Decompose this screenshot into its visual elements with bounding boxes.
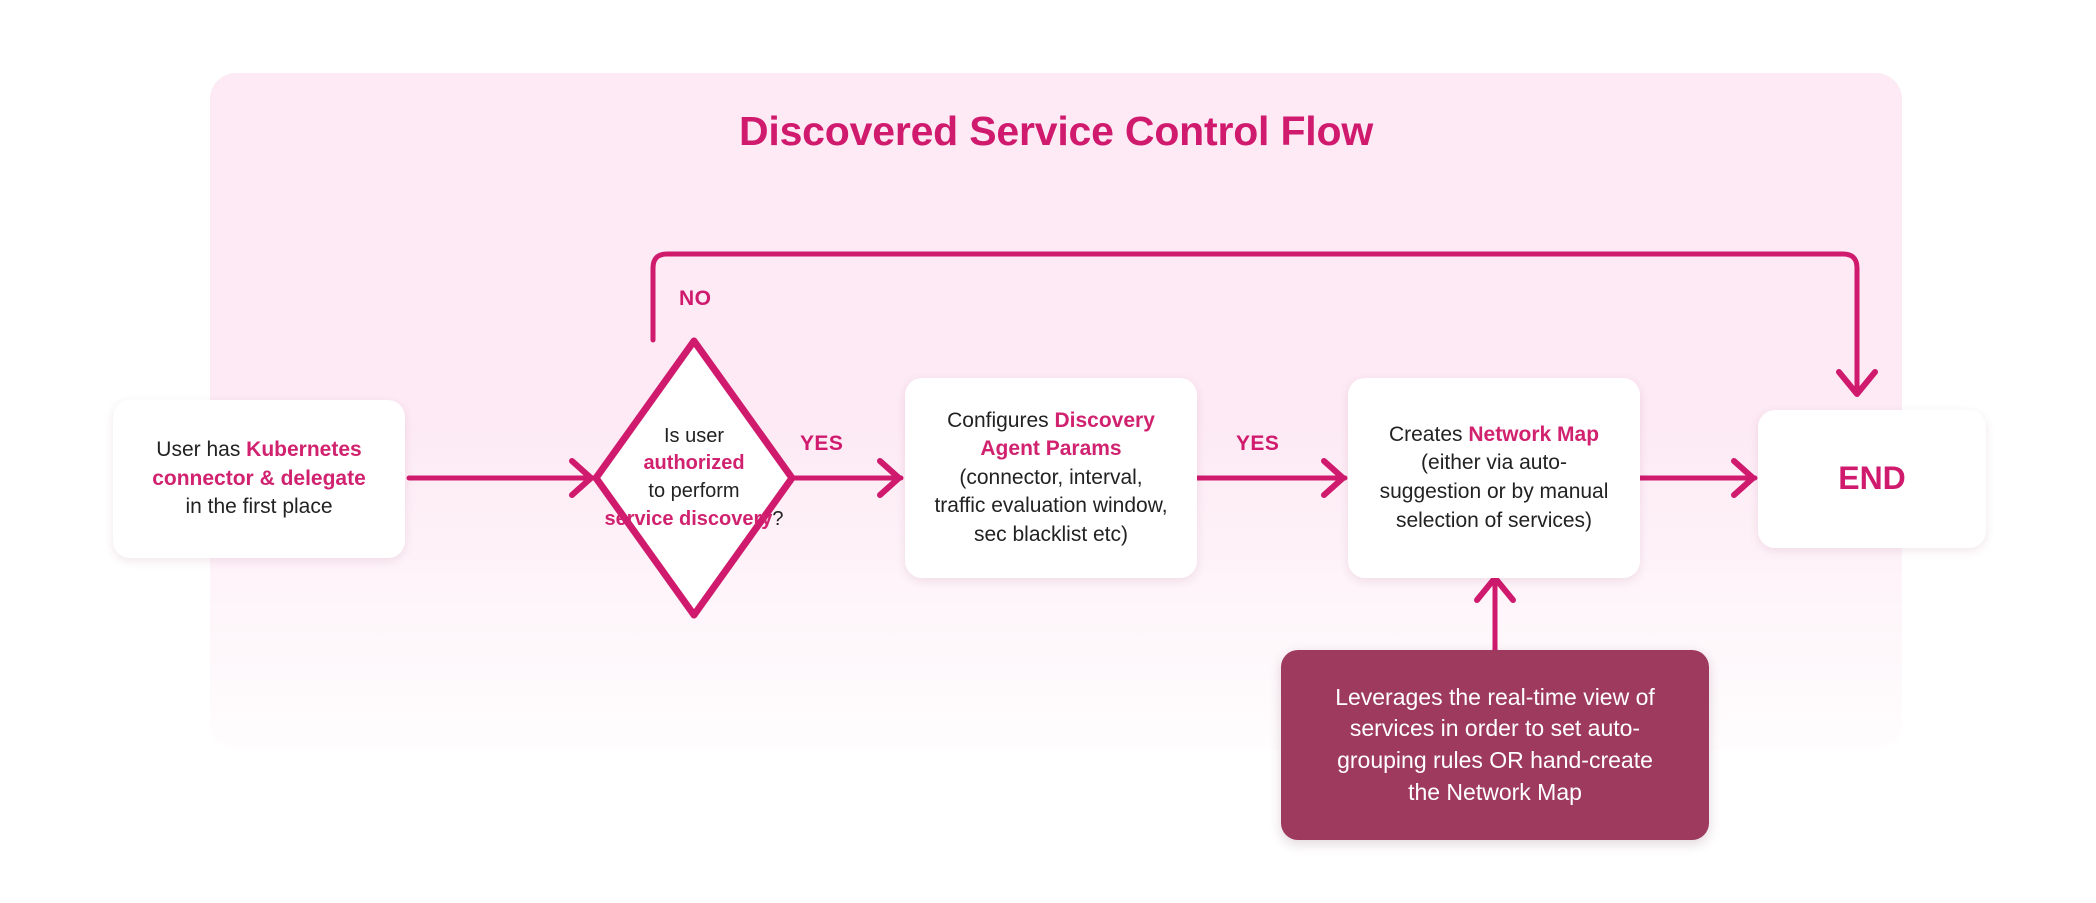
diagram-title: Discovered Service Control Flow <box>738 108 1374 154</box>
cfg-line3: (connector, interval, <box>959 465 1143 489</box>
decision-line1: Is user <box>663 424 725 447</box>
edge-label-no: NO <box>679 287 712 310</box>
note-leverages-real-time-view[interactable]: Leverages the real-time view of services… <box>1281 650 1709 840</box>
map-line1-plain: Creates <box>1388 422 1469 446</box>
cfg-line2-highlight: Agent Params <box>980 437 1122 461</box>
node-end[interactable]: END <box>1758 410 1986 548</box>
note-line1: Leverages the real-time view of <box>1335 683 1655 710</box>
start-line2-highlight: connector & delegate <box>152 466 366 490</box>
map-line1-highlight: Network Map <box>1468 422 1600 446</box>
node-decision-is-user-authorized[interactable]: Is user authorized to perform service di… <box>588 333 800 623</box>
start-line1-plain: User has <box>156 438 247 462</box>
node-creates-network-map[interactable]: Creates Network Map (either via auto- su… <box>1348 378 1640 578</box>
node-configure-discovery-agent-params[interactable]: Configures Discovery Agent Params (conne… <box>905 378 1197 578</box>
end-label: END <box>1838 460 1906 497</box>
start-line1-highlight: Kubernetes <box>246 438 362 462</box>
cfg-line5: sec blacklist etc) <box>973 522 1129 546</box>
note-line3: grouping rules OR hand-create <box>1337 747 1653 773</box>
start-line3-plain: in the first place <box>185 495 333 519</box>
map-line2: (either via auto- <box>1421 451 1567 475</box>
decision-label: Is user authorized to perform service di… <box>588 333 800 623</box>
cfg-line4: traffic evaluation window, <box>934 494 1168 518</box>
node-start-user-has-connector[interactable]: User has Kubernetes connector & delegate… <box>113 400 405 558</box>
edge-label-yes-second: YES <box>1236 432 1280 455</box>
decision-line4-highlight: service discovery <box>604 507 773 530</box>
edge-label-yes-first: YES <box>800 432 844 455</box>
diamond-shape <box>592 337 796 619</box>
map-line3: suggestion or by manual <box>1379 480 1609 503</box>
map-line4: selection of services) <box>1395 508 1593 532</box>
note-line4: the Network Map <box>1408 778 1582 805</box>
note-line2: services in order to set auto- <box>1349 715 1641 742</box>
cfg-line1-plain: Configures <box>947 408 1055 432</box>
decision-line3: to perform <box>648 480 740 502</box>
cfg-line1-highlight: Discovery <box>1054 408 1155 432</box>
decision-line4-suffix: ? <box>772 507 784 530</box>
decision-line2-highlight: authorized <box>643 452 745 475</box>
